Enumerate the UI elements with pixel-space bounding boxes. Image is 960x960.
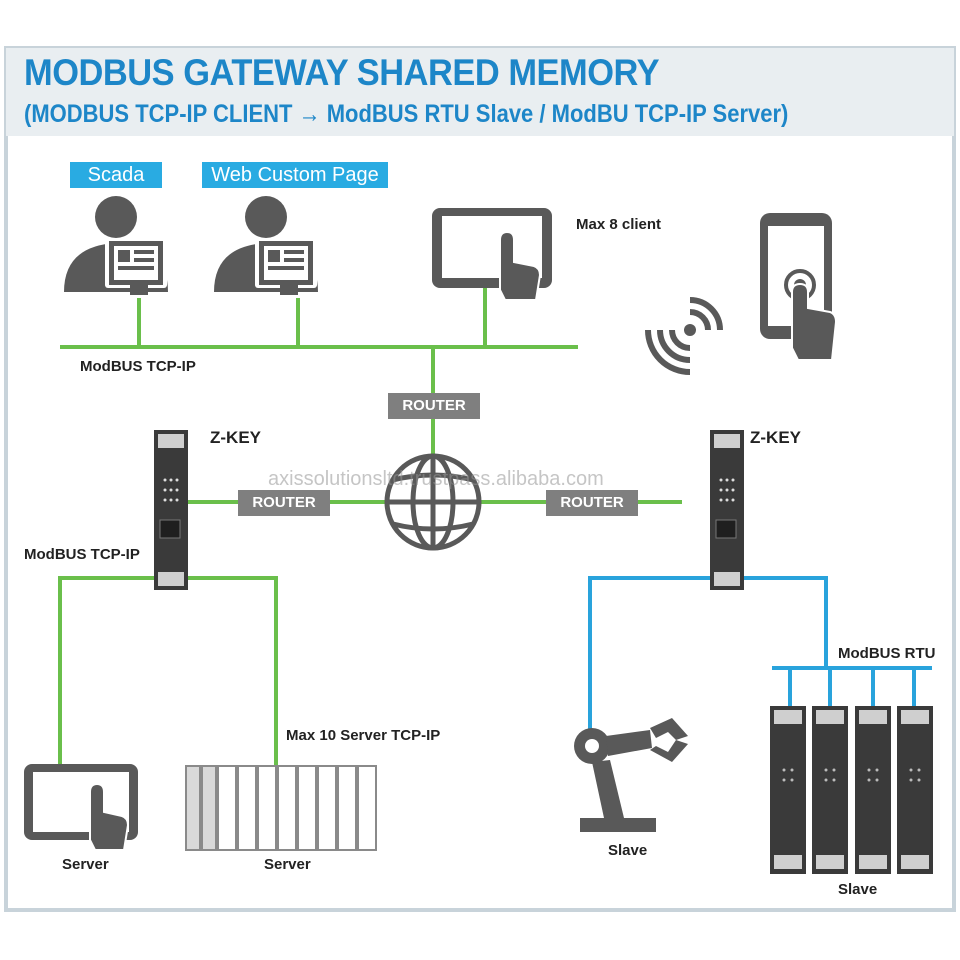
zkey-right-label: Z-KEY (750, 428, 801, 447)
scada-user-icon (64, 196, 168, 295)
router-right: ROUTER (546, 490, 638, 516)
server-tablet-icon (24, 764, 138, 851)
rtu-bus-label: ModBUS RTU (838, 645, 936, 662)
robot-arm-icon (574, 718, 688, 832)
zkey-module-right-icon (710, 430, 744, 590)
rtu-lines (588, 576, 932, 740)
wifi-signal-icon (645, 297, 723, 375)
zkey-module-left-icon (154, 430, 188, 590)
slave-modules-label: Slave (838, 881, 878, 898)
watermark-text: axissolutionsltd.trustpass.alibaba.com (268, 468, 604, 490)
top-bus-label: ModBUS TCP-IP (80, 358, 196, 375)
slave-modules-icon (770, 706, 933, 874)
router-top: ROUTER (388, 393, 480, 419)
web-custom-page-tag: Web Custom Page (202, 162, 388, 188)
server-tablet-label: Server (62, 856, 109, 873)
client-tablet-icon (432, 208, 552, 301)
zkey-left-label: Z-KEY (210, 428, 261, 447)
slave-robot-label: Slave (608, 842, 648, 859)
max-servers-label: Max 10 Server TCP-IP (286, 727, 441, 744)
web-page-user-icon (214, 196, 318, 295)
server-rack-label: Server (264, 856, 311, 873)
left-bus-label: ModBUS TCP-IP (24, 546, 140, 563)
internet-globe-icon (384, 453, 482, 551)
smartphone-icon (760, 213, 838, 361)
max-clients-label: Max 8 client (576, 216, 662, 233)
diagram-title: MODBUS GATEWAY SHARED MEMORY (24, 52, 660, 93)
server-rack-icon (185, 765, 377, 851)
scada-tag: Scada (70, 162, 162, 188)
router-left: ROUTER (238, 490, 330, 516)
diagram-subtitle: (MODBUS TCP-IP CLIENT → ModBUS RTU Slave… (24, 100, 789, 128)
